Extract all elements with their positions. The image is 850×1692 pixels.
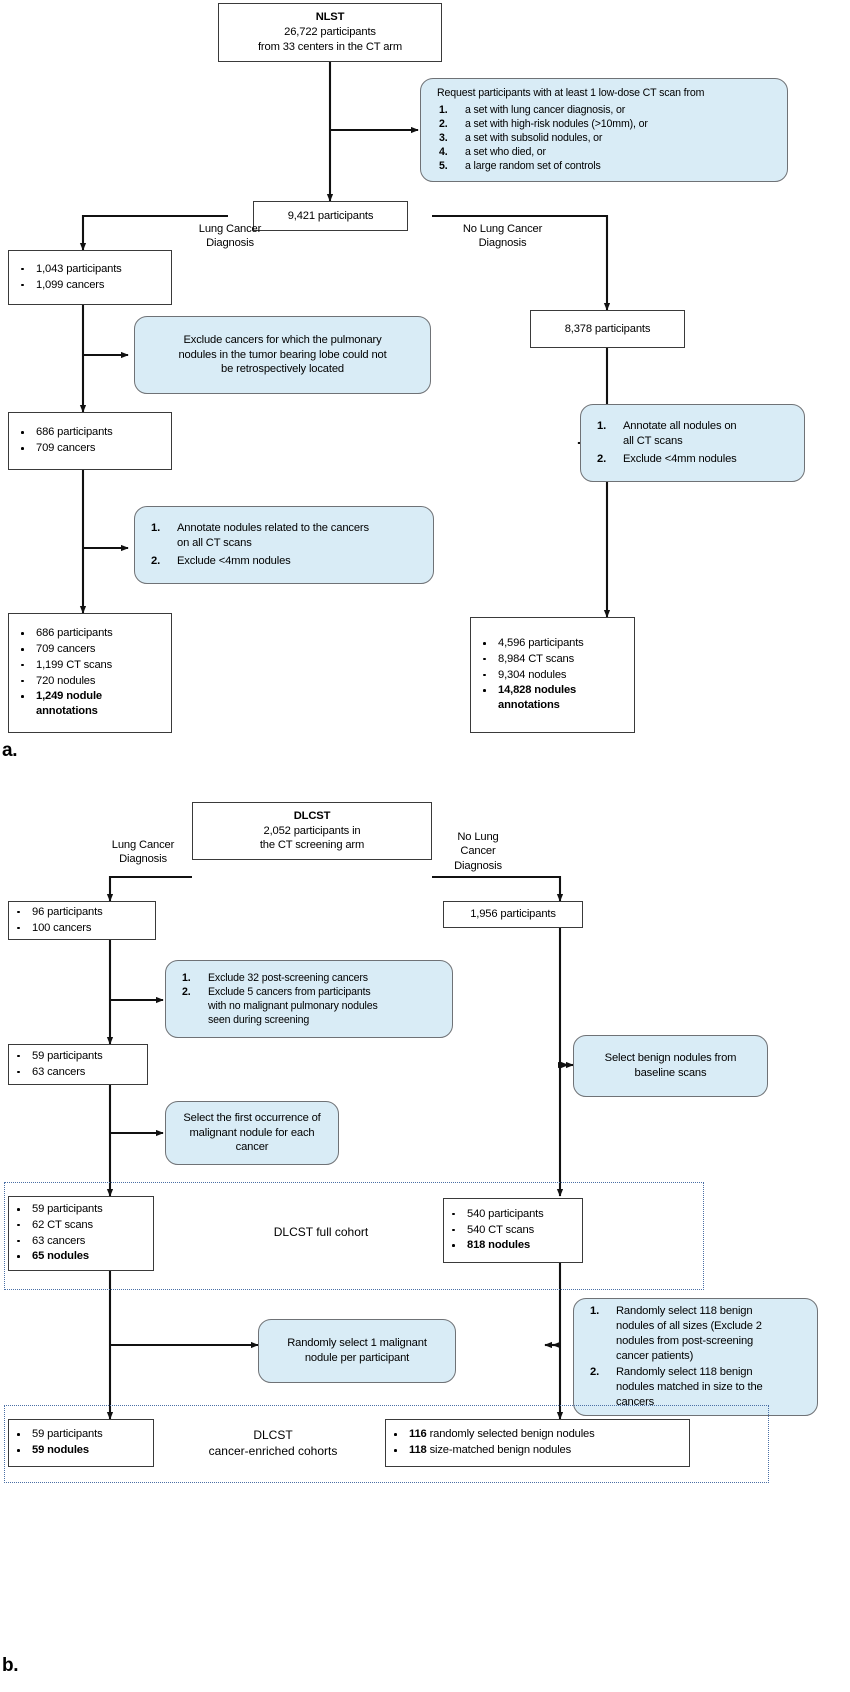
annotate-cancer-item: 1. Annotate nodules related to the cance… <box>151 521 369 549</box>
node-enriched-right: 116 randomly selected benign nodules 118… <box>385 1419 690 1467</box>
group-dlcst-full-cohort <box>4 1182 704 1290</box>
panel-caption-a: a. <box>2 740 18 761</box>
node-9421-label: 9,421 participants <box>287 209 374 222</box>
node-1043-participants: 1,043 participants 1,099 cancers <box>8 250 172 305</box>
node-8378-participants: 8,378 participants <box>530 310 685 348</box>
note-select-benign-baseline: Select benign nodules from baseline scan… <box>573 1035 768 1097</box>
bullet-list: 116 randomly selected benign nodules 118… <box>386 1427 689 1459</box>
exclude-item: 1. Exclude 32 post-screening cancers <box>182 971 368 984</box>
note-randomly-select-benign: 1. Randomly select 118 benign nodules of… <box>573 1298 818 1416</box>
node-dlcst-full-cohort-left: 59 participants 62 CT scans 63 cancers 6… <box>8 1196 154 1271</box>
bullet-list: 686 participants 709 cancers <box>9 425 171 457</box>
nlst-title: NLST <box>315 11 345 24</box>
annotate-all-item: 2. Exclude <4mm nodules <box>597 453 737 466</box>
label-dlcst-cancer-enriched: DLCST cancer-enriched cohorts <box>208 1428 338 1458</box>
label-dlcst-full-cohort: DLCST full cohort <box>273 1225 369 1239</box>
bullet-list: 540 participants 540 CT scans 818 nodule… <box>444 1207 582 1254</box>
request-item: 2. a set with high-risk nodules (>10mm),… <box>439 117 648 130</box>
note-request-participants: Request participants with at least 1 low… <box>420 78 788 182</box>
randomly-select-list: 1. Randomly select 118 benign nodules of… <box>580 1304 811 1409</box>
bullet-list: 4,596 participants 8,984 CT scans 9,304 … <box>471 636 634 714</box>
request-item: 1. a set with lung cancer diagnosis, or <box>439 103 626 116</box>
randomly-select-item: 2. Randomly select 118 benign nodules ma… <box>590 1366 763 1408</box>
bullet-list: 1,043 participants 1,099 cancers <box>9 262 171 294</box>
annotate-cancer-item: 2. Exclude <4mm nodules <box>151 555 291 568</box>
note-exclude-post-screening: 1. Exclude 32 post-screening cancers 2. … <box>165 960 453 1038</box>
node-enriched-left: 59 participants 59 nodules <box>8 1419 154 1467</box>
branch-label-no-lung-cancer-diagnosis-a: No Lung Cancer Diagnosis <box>462 223 543 250</box>
bullet-list: 59 participants 59 nodules <box>9 1427 153 1459</box>
node-final-nlst-no-cancer: 4,596 participants 8,984 CT scans 9,304 … <box>470 617 635 733</box>
request-item: 4. a set who died, or <box>439 146 546 159</box>
exclude-item: 2. Exclude 5 cancers from participants w… <box>182 985 378 1027</box>
annotate-all-item: 1. Annotate all nodules on all CT scans <box>597 419 737 447</box>
dlcst-title: DLCST <box>293 809 331 822</box>
node-dlcst-full-cohort-right: 540 participants 540 CT scans 818 nodule… <box>443 1198 583 1263</box>
panel-caption-b: b. <box>2 1655 19 1676</box>
request-item-list: 1. a set with lung cancer diagnosis, or … <box>429 103 781 174</box>
request-intro: Request participants with at least 1 low… <box>437 87 705 100</box>
annotate-cancer-list: 1. Annotate nodules related to the cance… <box>141 521 427 569</box>
node-96-participants: 96 participants 100 cancers <box>8 901 156 940</box>
randomly-select-item: 1. Randomly select 118 benign nodules of… <box>590 1305 762 1362</box>
list-item: 118 size-matched benign nodules <box>392 1443 689 1458</box>
branch-label-lung-cancer-diagnosis-a: Lung Cancer Diagnosis <box>198 223 262 250</box>
note-annotate-all-nodules: 1. Annotate all nodules on all CT scans … <box>580 404 805 482</box>
node-686-participants-a: 686 participants 709 cancers <box>8 412 172 470</box>
node-9421-participants: 9,421 participants <box>253 201 408 231</box>
bullet-list: 96 participants 100 cancers <box>9 905 155 937</box>
dlcst-line2: 2,052 participants in <box>263 824 361 837</box>
branch-label-lung-cancer-diagnosis-b: Lung Cancer Diagnosis <box>111 839 175 866</box>
nlst-line3: from 33 centers in the CT arm <box>257 40 403 53</box>
request-item: 5. a large random set of controls <box>439 160 601 173</box>
node-1956-participants: 1,956 participants <box>443 901 583 928</box>
note-annotate-cancer-nodules: 1. Annotate nodules related to the cance… <box>134 506 434 584</box>
branch-label-no-lung-cancer-diagnosis-b: No Lung Cancer Diagnosis <box>454 831 502 872</box>
note-select-first-occurrence: Select the first occurrence of malignant… <box>165 1101 339 1165</box>
bullet-list: 59 participants 63 cancers <box>9 1049 147 1081</box>
note-random-select-malignant: Randomly select 1 malignant nodule per p… <box>258 1319 456 1383</box>
node-59-participants-63-cancers: 59 participants 63 cancers <box>8 1044 148 1085</box>
node-final-nlst-cancer: 686 participants 709 cancers 1,199 CT sc… <box>8 613 172 733</box>
nlst-line2: 26,722 participants <box>284 26 376 39</box>
note-exclude-cancers-pulmonary: Exclude cancers for which the pulmonary … <box>134 316 431 394</box>
node-dlcst-root: DLCST 2,052 participants in the CT scree… <box>192 802 432 860</box>
list-item: 116 randomly selected benign nodules <box>392 1427 689 1442</box>
group-dlcst-cancer-enriched <box>4 1405 769 1483</box>
dlcst-line3: the CT screening arm <box>259 839 365 852</box>
annotate-all-list: 1. Annotate all nodules on all CT scans … <box>587 419 798 467</box>
bullet-list: 59 participants 62 CT scans 63 cancers 6… <box>9 1202 153 1265</box>
node-nlst-root: NLST 26,722 participants from 33 centers… <box>218 3 442 62</box>
exclude-list: 1. Exclude 32 post-screening cancers 2. … <box>172 971 446 1028</box>
bullet-list: 686 participants 709 cancers 1,199 CT sc… <box>9 626 171 720</box>
request-item: 3. a set with subsolid nodules, or <box>439 132 603 144</box>
